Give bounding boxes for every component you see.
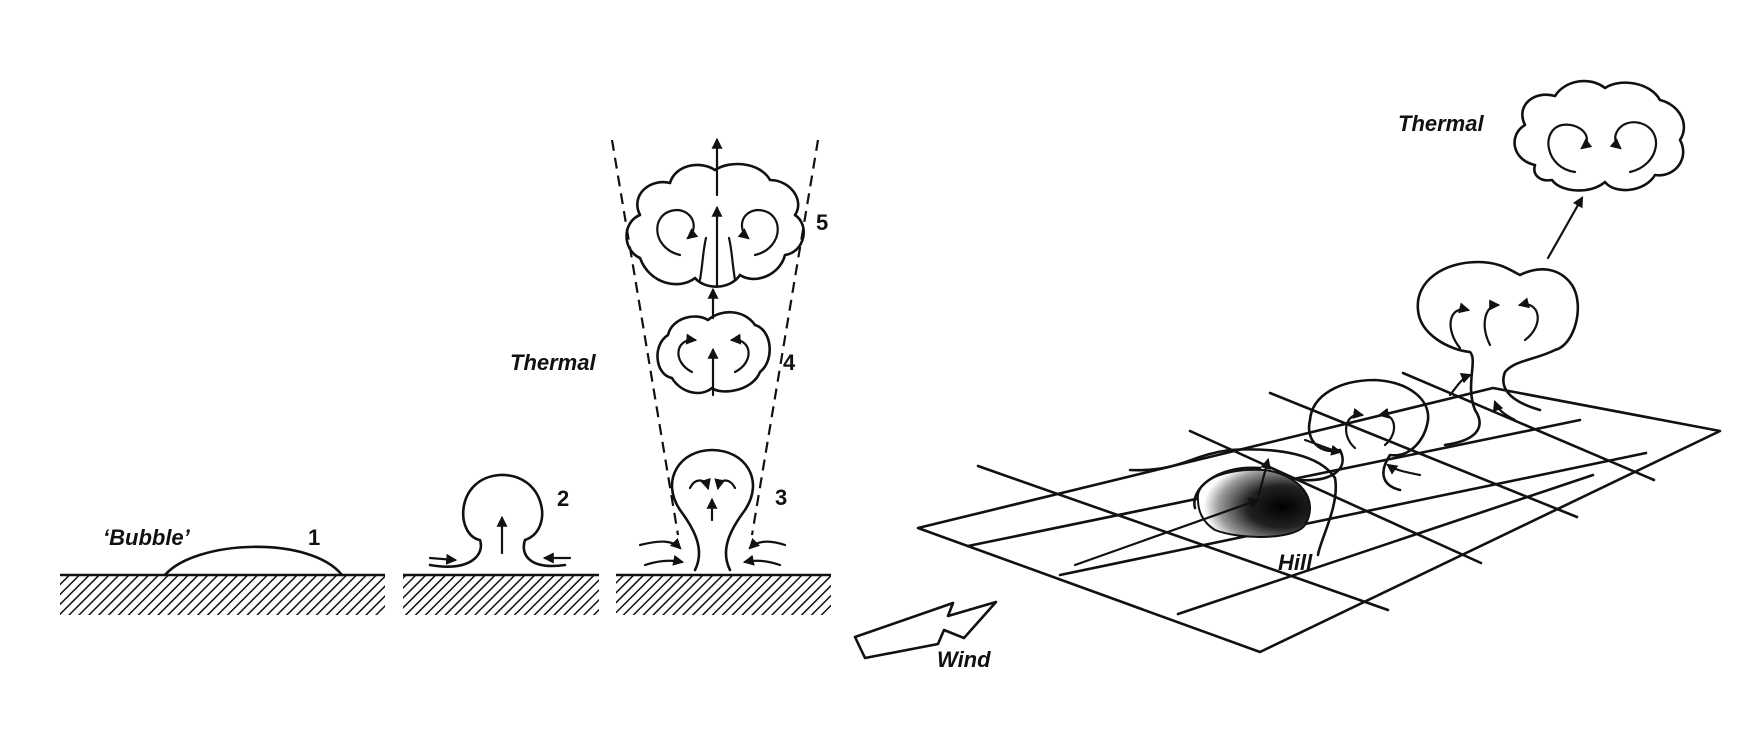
stage-2-thermal [428,473,572,568]
wind-arrow [853,600,998,660]
stage-number-4: 4 [783,350,796,375]
thermal-label-left: Thermal [510,350,596,375]
bubble-label: ‘Bubble’ [103,525,191,550]
thermal-middle [1298,378,1430,492]
stage-1-bubble [163,545,344,577]
right-panel: Hill Ther [853,79,1722,672]
thermal-label-right: Thermal [1398,111,1484,136]
stage-number-5: 5 [816,210,828,235]
stage-3-thermal [638,448,787,572]
thermal-cone [610,139,820,536]
stage-number-1: 1 [308,525,320,550]
thermal-upper [1416,260,1580,447]
hill-label: Hill [1278,550,1313,575]
wind-label: Wind [937,647,991,672]
left-panel: ‘Bubble’ 1 2 3 [60,137,831,615]
thermal-detached [1513,79,1686,192]
stage-number-3: 3 [775,485,787,510]
stage-4-thermal [656,287,771,397]
rise-arrow [1546,196,1584,260]
stage-number-2: 2 [557,486,569,511]
stage-5-thermal [625,137,805,288]
ground-hatching [60,573,831,615]
air-envelope [1128,448,1338,557]
ground-grid [916,371,1722,654]
hill [1073,457,1311,567]
